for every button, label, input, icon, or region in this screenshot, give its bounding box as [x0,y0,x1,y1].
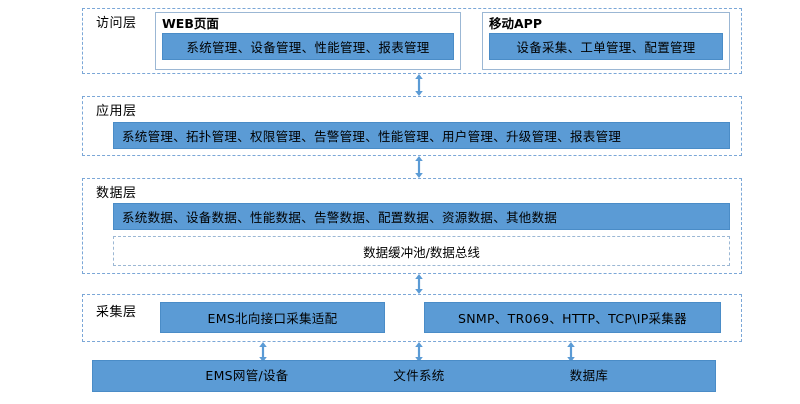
layer-access-label: 访问层 [96,16,137,31]
connector-access-to-application [410,74,428,96]
bar-data-categories: 系统数据、设备数据、性能数据、告警数据、配置数据、资源数据、其他数据 [113,203,730,230]
bar-protocol-collectors: SNMP、TR069、HTTP、TCP\IP采集器 [424,302,721,333]
layer-application-label: 应用层 [96,104,137,119]
connector-collection-to-database [562,342,580,362]
box-data-bus: 数据缓冲池/数据总线 [113,236,730,266]
resource-bar [92,360,716,392]
connector-collection-to-filesystem [410,342,428,362]
card-web-title: WEB页面 [162,16,219,31]
resource-segment-database: 数据库 [569,368,609,383]
bar-ems-northbound-adapter: EMS北向接口采集适配 [160,302,385,333]
connector-collection-to-ems [254,342,272,362]
layer-data-label: 数据层 [96,186,137,201]
connector-data-to-collection [410,274,428,294]
resource-segment-ems: EMS网管/设备 [205,368,289,383]
bar-web-modules: 系统管理、设备管理、性能管理、报表管理 [162,33,454,60]
layer-collection-label: 采集层 [96,305,137,320]
bar-application-modules: 系统管理、拓扑管理、权限管理、告警管理、性能管理、用户管理、升级管理、报表管理 [113,122,730,149]
bar-mobile-app-modules: 设备采集、工单管理、配置管理 [489,33,723,60]
connector-application-to-data [410,156,428,178]
card-mobile-app-title: 移动APP [489,16,542,31]
resource-segment-filesystem: 文件系统 [393,368,445,383]
